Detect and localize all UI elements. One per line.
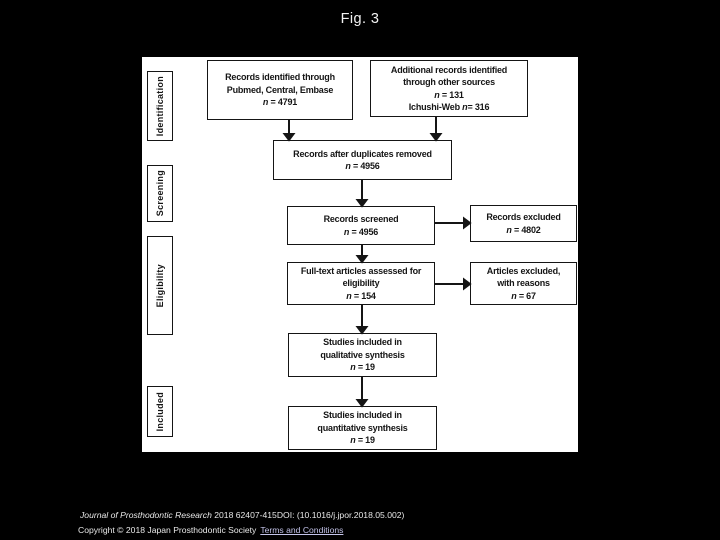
footer: Journal of Prosthodontic Research 2018 6… — [78, 508, 404, 538]
box-records-identified: Records identified through Pubmed, Centr… — [207, 60, 353, 120]
footer-citation: Journal of Prosthodontic Research 2018 6… — [78, 508, 404, 523]
box-articles-excluded: Articles excluded, with reasons n = 67 — [470, 262, 577, 305]
box-records-screened: Records screened n = 4956 — [287, 206, 435, 245]
footer-copyright-line: Copyright © 2018 Japan Prosthodontic Soc… — [78, 523, 404, 538]
box-qualitative-synthesis: Studies included in qualitative synthesi… — [288, 333, 437, 377]
prisma-diagram-panel: Identification Screening Eligibility Inc… — [142, 57, 578, 452]
box-records-excluded: Records excluded n = 4802 — [470, 205, 577, 242]
stage-included-label: Included — [155, 391, 165, 432]
stage-eligibility: Eligibility — [147, 236, 173, 335]
terms-and-conditions-link[interactable]: Terms and Conditions — [260, 525, 344, 535]
stage-included: Included — [147, 386, 173, 437]
copyright-text: Copyright © 2018 Japan Prosthodontic Soc… — [78, 525, 257, 535]
box-quantitative-synthesis: Studies included in quantitative synthes… — [288, 406, 437, 450]
citation-text: 2018 62407-415DOI: (10.1016/j.jpor.2018.… — [214, 510, 405, 520]
box-duplicates-removed: Records after duplicates removed n = 495… — [273, 140, 452, 180]
stage-screening-label: Screening — [155, 170, 165, 217]
stage-identification: Identification — [147, 71, 173, 141]
journal-name: Journal of Prosthodontic Research — [80, 510, 212, 520]
stage-eligibility-label: Eligibility — [155, 263, 165, 308]
box-fulltext-assessed: Full-text articles assessed for eligibil… — [287, 262, 435, 305]
stage-screening: Screening — [147, 165, 173, 222]
box-additional-records: Additional records identified through ot… — [370, 60, 528, 117]
stage-identification-label: Identification — [155, 75, 165, 137]
figure-title: Fig. 3 — [340, 11, 380, 27]
